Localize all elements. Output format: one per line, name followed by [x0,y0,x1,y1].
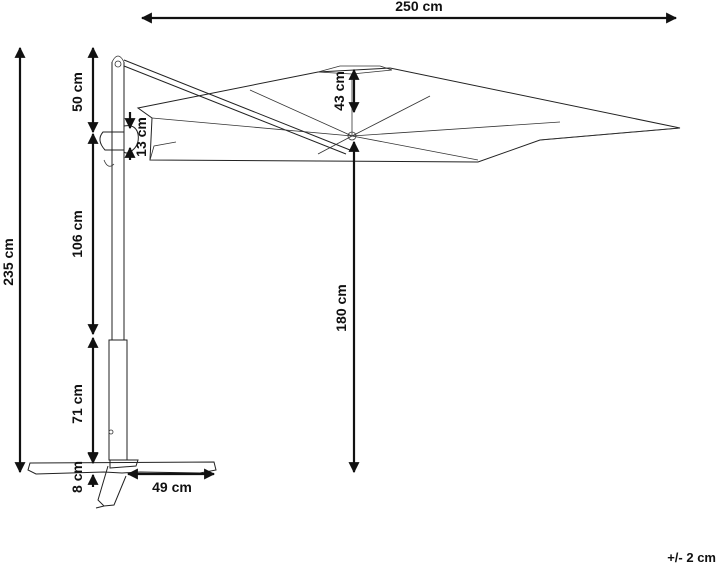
base-height-label: 8 cm [69,461,85,493]
top-section-label: 50 cm [69,72,85,112]
clearance-label: 180 cm [333,284,349,331]
support-arm [123,59,351,155]
lower-section-label: 71 cm [69,384,85,424]
canopy-depth-label: 43 cm [331,71,347,111]
pole [108,55,128,461]
mid-section-label: 106 cm [69,210,85,257]
total-height-label: 235 cm [0,238,16,285]
tolerance-note: +/- 2 cm [667,550,716,565]
canopy [136,65,681,163]
dimension-lines [14,12,678,487]
base-width-label: 49 cm [152,479,192,495]
canopy-width-label: 250 cm [395,0,442,14]
hinge-gap-label: 13 cm [133,117,149,157]
